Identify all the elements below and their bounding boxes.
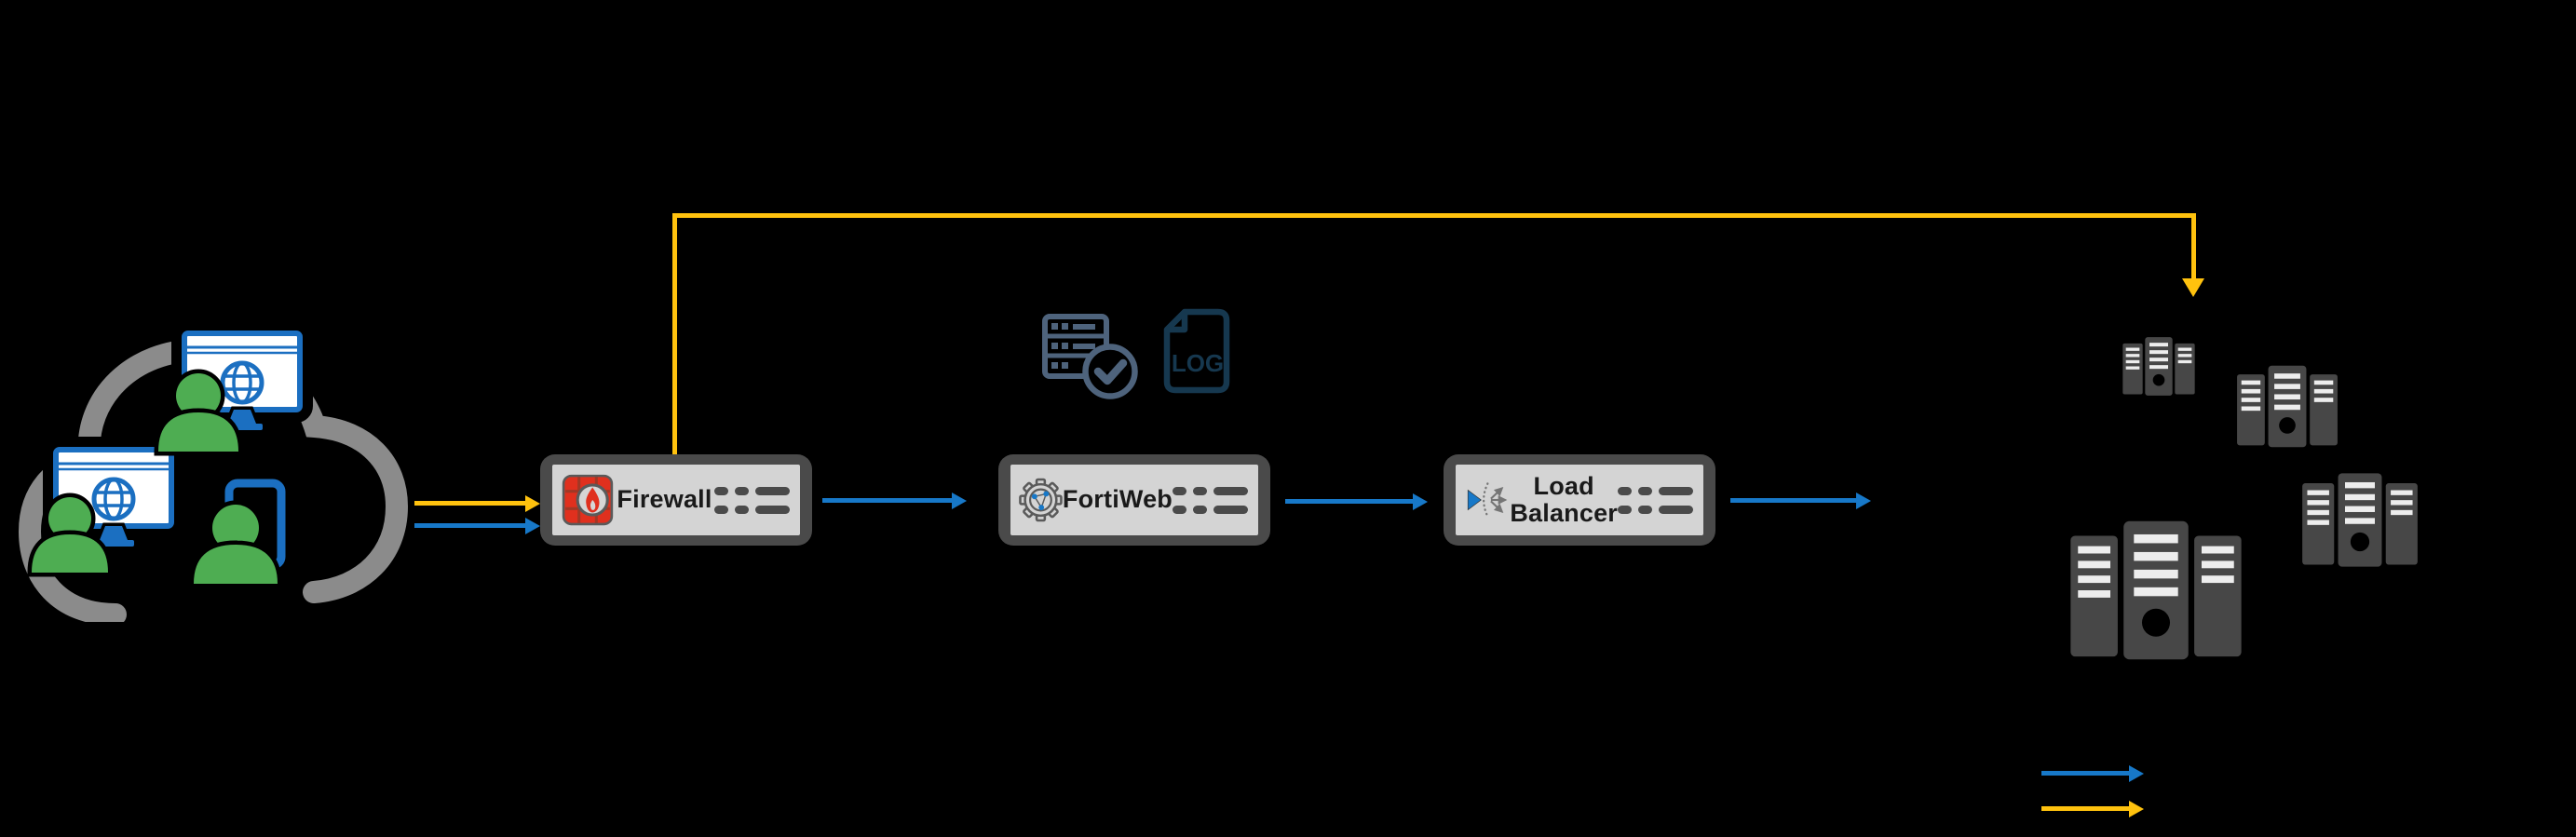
server-cluster-icon [2235, 363, 2339, 450]
legend-yellow-arrow [2041, 800, 2144, 817]
server-cluster-icon [2068, 517, 2244, 664]
globe-icon [220, 360, 264, 405]
globe-icon [91, 477, 136, 521]
load-balancer-icon [1467, 482, 1508, 518]
status-leds [1173, 486, 1248, 514]
firewall-node: Firewall [540, 454, 812, 546]
loadbalancer-node: Load Balancer [1444, 454, 1715, 546]
arrow-loadbalancer-to-servers [1730, 492, 1871, 509]
loadbalancer-label: Load Balancer [1510, 471, 1618, 527]
bypass-line-vertical-from-firewall [672, 215, 677, 454]
user-traffic-blue-arrow [414, 517, 540, 534]
firewall-label: Firewall [617, 485, 712, 514]
database-check-icon [1042, 314, 1138, 399]
arrow-fortiweb-to-loadbalancer [1285, 493, 1428, 510]
bypass-line-vertical-to-servers [2191, 213, 2196, 280]
internet-users-group [18, 320, 409, 622]
log-file-label: LOG [1172, 349, 1224, 377]
server-cluster-icon [2300, 470, 2420, 570]
fortiweb-gear-icon [1019, 478, 1063, 522]
server-cluster-icon [2122, 335, 2196, 398]
log-file-icon: LOG [1163, 308, 1230, 394]
user-icon [154, 369, 243, 456]
firewall-icon [562, 474, 614, 526]
user-icon [189, 500, 289, 588]
legend-blue-arrow [2041, 764, 2144, 782]
user-traffic-yellow-arrow [414, 494, 540, 512]
fortiweb-label: FortiWeb [1062, 485, 1173, 514]
user-icon [27, 493, 113, 577]
fortiweb-node: FortiWeb [998, 454, 1270, 546]
status-leds [1618, 486, 1693, 514]
bypass-line-horizontal [672, 213, 2196, 218]
browser-monitor-icon [43, 437, 184, 547]
arrow-firewall-to-fortiweb [822, 492, 967, 509]
bypass-arrowhead-icon [2182, 278, 2204, 297]
status-leds [714, 486, 790, 514]
